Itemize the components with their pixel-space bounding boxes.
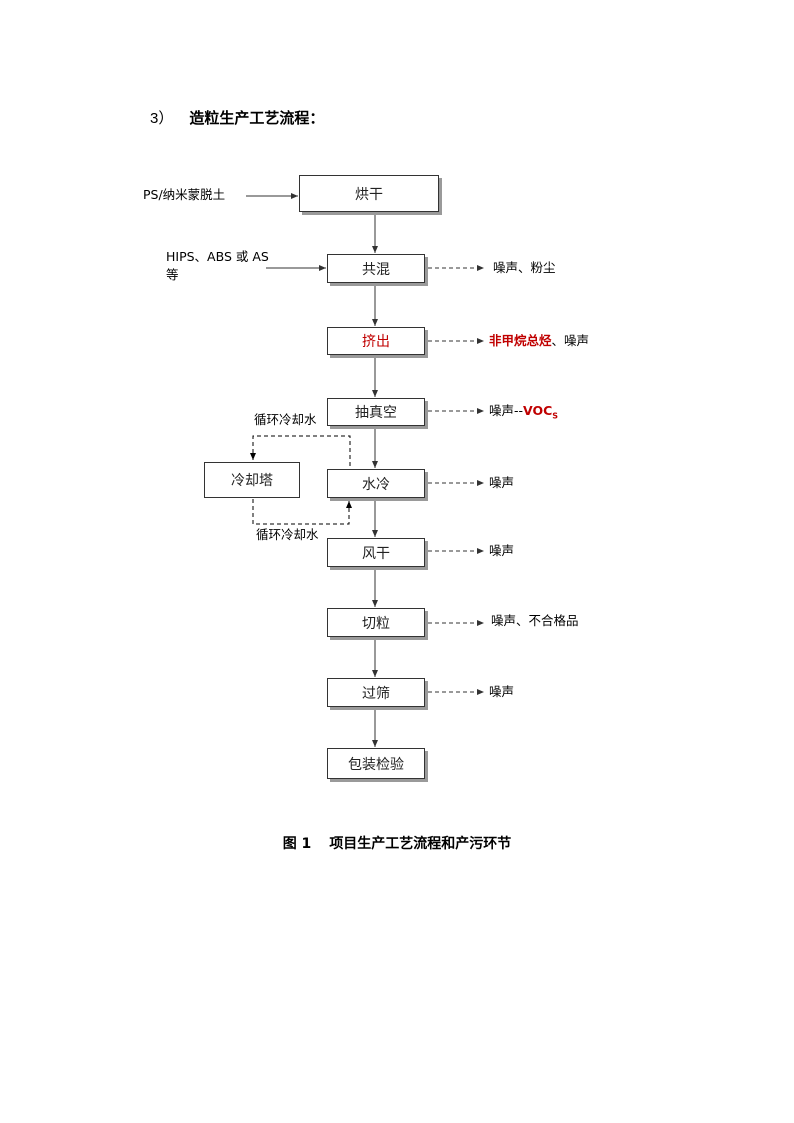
step-packaging: 包装检验: [327, 748, 425, 779]
step-screening: 过筛: [327, 678, 425, 707]
output-vacuum-voc-sub: S: [552, 411, 559, 421]
output-vacuum-noise: 噪声--: [489, 403, 524, 418]
figure-caption: 图 1 项目生产工艺流程和产污环节: [0, 833, 794, 853]
step-vacuum: 抽真空: [327, 398, 425, 426]
input-ps: PS/纳米蒙脱土: [143, 187, 226, 202]
section-title: 造粒生产工艺流程：: [189, 109, 325, 127]
step-pelletizing: 切粒: [327, 608, 425, 637]
output-blending: 噪声、粉尘: [493, 260, 556, 275]
output-extrusion: 非甲烷总烃、噪声: [489, 333, 589, 349]
figure-title: 项目生产工艺流程和产污环节: [329, 836, 512, 852]
input-hips-line2: 等: [166, 267, 179, 282]
output-screening: 噪声: [489, 684, 515, 699]
step-cooling-tower: 冷却塔: [204, 462, 300, 498]
figure-number: 图 1: [282, 836, 312, 852]
output-pelletizing: 噪声、不合格品: [491, 613, 579, 628]
section-heading: 3） 造粒生产工艺流程：: [150, 107, 324, 128]
step-drying: 烘干: [299, 175, 439, 212]
output-air-drying: 噪声: [489, 543, 515, 558]
step-water-cooling: 水冷: [327, 469, 425, 498]
loop-return-path: [250, 435, 351, 466]
output-water-cooling: 噪声: [489, 475, 515, 490]
output-extrusion-pollutant: 非甲烷总烃: [489, 333, 552, 348]
loop-bottom-label: 循环冷却水: [256, 527, 319, 542]
loop-top-label: 循环冷却水: [254, 412, 317, 427]
step-blending: 共混: [327, 254, 425, 283]
output-vacuum-voc: VOC: [523, 403, 553, 418]
step-air-drying: 风干: [327, 538, 425, 567]
output-extrusion-rest: 、噪声: [551, 333, 590, 348]
step-extrusion: 挤出: [327, 327, 425, 355]
input-hips-line1: HIPS、ABS 或 AS: [166, 249, 269, 264]
output-vacuum: 噪声--VOCS: [489, 403, 558, 425]
section-number: 3）: [150, 110, 174, 127]
loop-supply-path: [252, 499, 352, 525]
